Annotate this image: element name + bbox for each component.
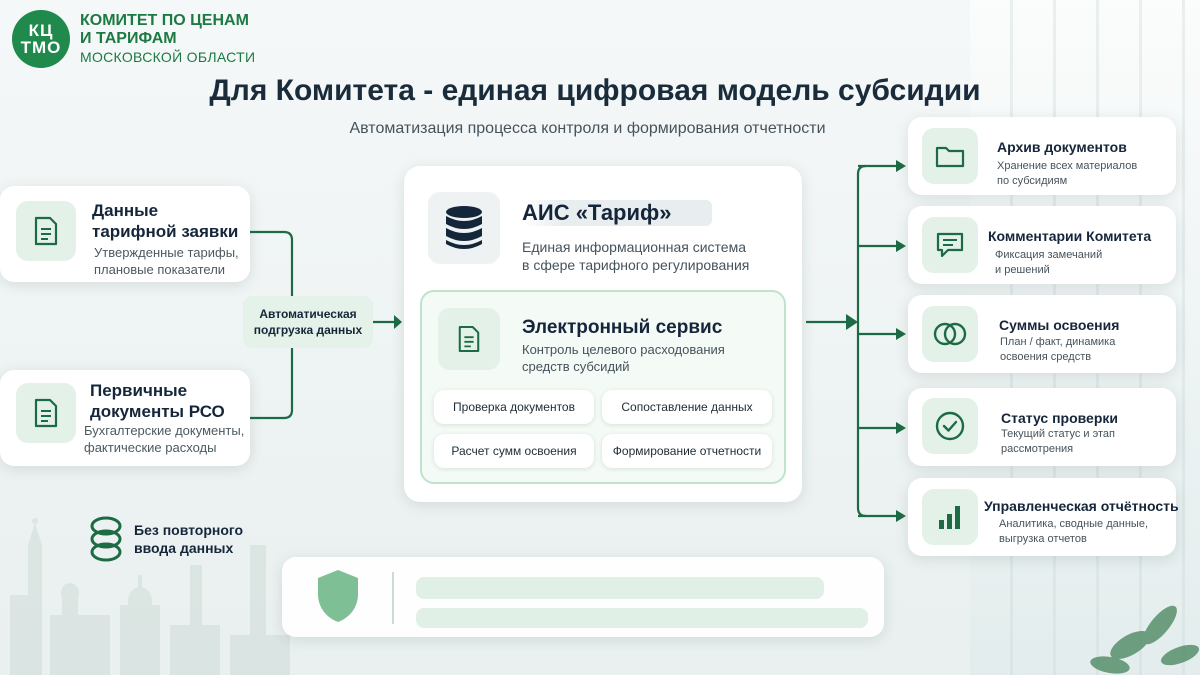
card-spending-amounts-title: Суммы освоения xyxy=(999,317,1120,333)
desc-line: фактические расходы xyxy=(84,440,217,455)
card-primary-documents-title: Первичные документы РСО xyxy=(90,380,225,422)
no-reentry-line: Без повторного xyxy=(134,522,244,538)
city-skyline-illustration xyxy=(10,518,290,675)
card-check-status-desc: Текущий статус и этап рассмотрения xyxy=(1001,427,1115,457)
electronic-service-desc: Контроль целевого расходования средств с… xyxy=(522,341,725,375)
logo-mark-bottom: ТМО xyxy=(20,38,62,57)
card-document-archive-desc: Хранение всех материалов по субсидиям xyxy=(997,159,1137,189)
auto-upload-line: Автоматическая xyxy=(259,307,357,321)
title-line: тарифной заявки xyxy=(92,222,239,241)
desc-line: выгрузка отчетов xyxy=(999,533,1087,545)
electronic-service-title: Электронный сервис xyxy=(522,317,723,338)
desc-line: Утвержденные тарифы, xyxy=(94,245,239,260)
title-line: документы РСО xyxy=(90,402,225,421)
logo-line-3: МОСКОВСКОЙ ОБЛАСТИ xyxy=(80,49,256,65)
card-check-status-title: Статус проверки xyxy=(1001,410,1119,426)
logo-line-1: КОМИТЕТ ПО ЦЕНАМ xyxy=(80,12,249,29)
desc-line: Хранение всех материалов xyxy=(997,160,1138,172)
desc-line: Контроль целевого расходования xyxy=(522,342,725,357)
desc-line: Текущий статус и этап xyxy=(1001,428,1115,440)
logo-line-2: И ТАРИФАМ xyxy=(80,30,177,47)
arrowhead-5 xyxy=(896,510,906,522)
desc-line: по субсидиям xyxy=(997,175,1068,187)
desc-line: План / факт, динамика xyxy=(1000,336,1116,348)
no-reentry-note: Без повторного ввода данных xyxy=(88,514,243,564)
document-icon xyxy=(438,308,500,370)
auto-upload-label: Автоматическая подгрузка данных xyxy=(243,296,373,348)
database-icon xyxy=(428,192,500,264)
desc-line: Бухгалтерские документы, xyxy=(84,423,245,438)
no-reentry-line: ввода данных xyxy=(134,540,234,556)
desc-line: средств субсидий xyxy=(522,359,630,374)
card-committee-comments-title: Комментарии Комитета xyxy=(988,228,1152,244)
committee-logo: КЦ ТМО КОМИТЕТ ПО ЦЕНАМ И ТАРИФАМ МОСКОВ… xyxy=(12,10,255,68)
card-tariff-application-title: Данные тарифной заявки xyxy=(92,200,238,242)
comment-icon xyxy=(922,217,978,273)
desc-line: и решений xyxy=(995,264,1050,276)
folder-icon xyxy=(922,128,978,184)
card-spending-amounts-desc: План / факт, динамика освоения средств xyxy=(1000,335,1115,365)
desc-line: рассмотрения xyxy=(1001,443,1074,455)
arrowhead-1 xyxy=(896,160,906,172)
desc-line: в сфере тарифного регулирования xyxy=(522,257,750,273)
placeholder-line xyxy=(416,608,868,628)
no-reentry-text: Без повторного ввода данных xyxy=(134,521,243,557)
document-icon xyxy=(16,201,76,261)
arrowhead-3 xyxy=(896,328,906,340)
card-primary-documents-desc: Бухгалтерские документы, фактические рас… xyxy=(84,422,244,456)
card-tariff-application-desc: Утвержденные тарифы, плановые показатели xyxy=(94,244,239,278)
layers-icon xyxy=(90,516,122,562)
plant-illustration xyxy=(1090,605,1199,674)
document-icon xyxy=(16,383,76,443)
arrowhead-4 xyxy=(896,422,906,434)
logo-text: КОМИТЕТ ПО ЦЕНАМ И ТАРИФАМ МОСКОВСКОЙ ОБ… xyxy=(80,12,255,66)
desc-line: Фиксация замечаний xyxy=(995,249,1103,261)
title-line: Первичные xyxy=(90,381,188,400)
card-committee-comments-desc: Фиксация замечаний и решений xyxy=(995,248,1102,278)
chip-amount-calculation: Расчет сумм освоения xyxy=(434,434,594,468)
title-line: Данные xyxy=(92,201,159,220)
logo-mark: КЦ ТМО xyxy=(12,10,70,68)
logo-mark-top: КЦ xyxy=(28,21,54,40)
shield-icon xyxy=(318,570,358,622)
desc-line: плановые показатели xyxy=(94,262,226,277)
arrowhead-center-out xyxy=(846,314,858,330)
arrowhead-2 xyxy=(896,240,906,252)
card-document-archive-title: Архив документов xyxy=(997,139,1127,155)
arrowhead-to-ais xyxy=(394,315,402,329)
slide-subtitle: Автоматизация процесса контроля и формир… xyxy=(349,120,826,137)
ais-description: Единая информационная система в сфере та… xyxy=(522,238,749,274)
card-management-reporting-desc: Аналитика, сводные данные, выгрузка отче… xyxy=(999,517,1148,547)
slide-title: Для Комитета - единая цифровая модель су… xyxy=(209,74,981,107)
desc-line: Единая информационная система xyxy=(522,239,746,255)
overlap-circles-icon xyxy=(922,306,978,362)
auto-upload-line: подгрузка данных xyxy=(253,323,363,337)
ais-title: АИС «Тариф» xyxy=(522,200,712,226)
connector-trunk xyxy=(856,164,867,518)
bottom-bar-divider xyxy=(392,572,394,624)
chip-report-generation: Формирование отчетности xyxy=(602,434,772,468)
check-circle-icon xyxy=(922,398,978,454)
placeholder-line xyxy=(416,577,824,599)
chip-data-comparison: Сопоставление данных xyxy=(602,390,772,424)
chip-document-check: Проверка документов xyxy=(434,390,594,424)
card-management-reporting-title: Управленческая отчётность xyxy=(984,498,1179,514)
desc-line: Аналитика, сводные данные, xyxy=(999,518,1148,530)
bar-chart-icon xyxy=(922,489,978,545)
desc-line: освоения средств xyxy=(1000,351,1092,363)
